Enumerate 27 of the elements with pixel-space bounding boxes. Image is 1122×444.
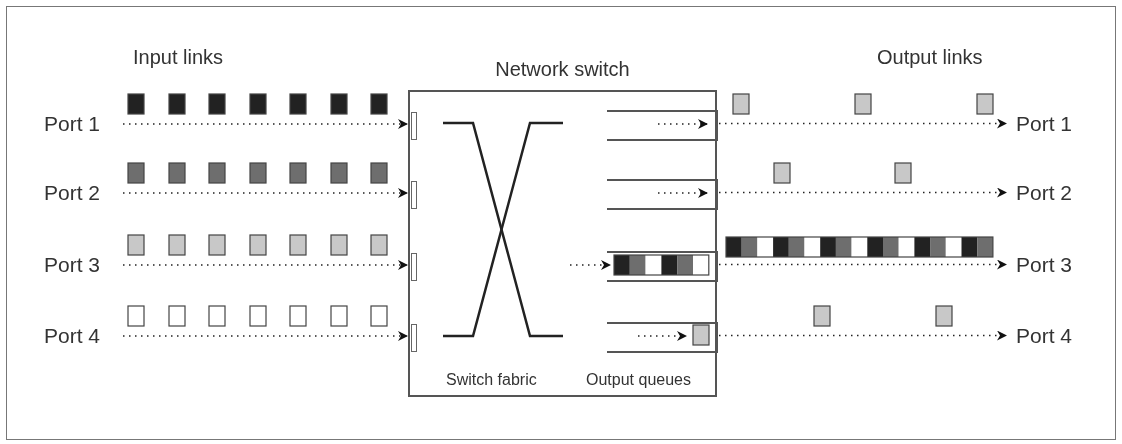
arrow: [122, 260, 408, 270]
port-label: Port 1: [1016, 110, 1096, 138]
port-label: Port 1: [44, 110, 120, 138]
output-queue: [607, 110, 718, 141]
heading: Network switch: [494, 57, 631, 82]
port-label: Port 3: [1016, 251, 1096, 279]
arrow: [718, 259, 1007, 270]
port-label: Port 4: [44, 322, 120, 350]
port-label: Port 2: [44, 179, 120, 207]
input-buffer: [411, 181, 417, 209]
input-buffer: [411, 324, 417, 352]
arrow: [718, 118, 1007, 129]
arrow: [122, 119, 408, 129]
port-label: Port 3: [44, 251, 120, 279]
output-queue: [607, 179, 718, 210]
section-heading: Output links: [877, 45, 983, 70]
input-buffer: [411, 112, 417, 140]
arrow: [718, 330, 1007, 341]
port-label: Port 4: [1016, 322, 1096, 350]
arrow: [122, 331, 408, 341]
arrow: [718, 187, 1007, 198]
section-heading: Input links: [133, 45, 224, 70]
arrow: [122, 188, 408, 198]
input-buffer: [411, 253, 417, 281]
section-label: Output queues: [586, 370, 691, 390]
port-label: Port 2: [1016, 179, 1096, 207]
section-label: Switch fabric: [446, 370, 537, 390]
